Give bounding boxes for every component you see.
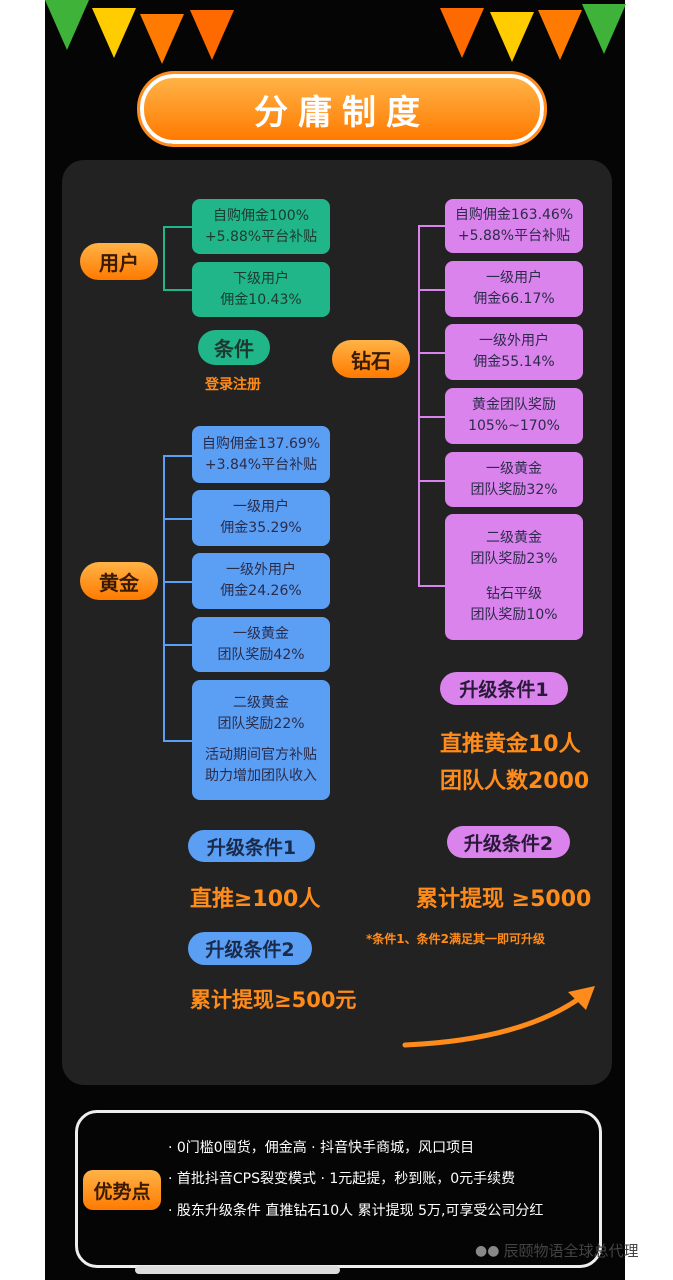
box-text: 下级用户 (233, 270, 289, 287)
diamond-upgrade1-label: 升级条件1 (440, 672, 568, 705)
box-text: 助力增加团队收入 (205, 768, 317, 784)
bunting-flag (45, 0, 89, 50)
gold-box: 二级黄金团队奖励22% 活动期间官方补贴助力增加团队收入 (192, 680, 330, 800)
diamond-upgrade1-text: 团队人数2000 (440, 769, 590, 794)
connector-line (163, 518, 192, 520)
gold-upgrade1-text: 直推≥100人 (190, 887, 321, 912)
bunting-flag (490, 12, 534, 62)
box-text: 一级黄金 (486, 460, 542, 477)
user-tier-label: 用户 (80, 243, 158, 280)
bunting-flag (140, 14, 184, 64)
bunting-flag (538, 10, 582, 60)
connector-line (418, 585, 445, 587)
connector-line (418, 289, 445, 291)
advantages-label: 优势点 (83, 1170, 161, 1210)
box-text: 活动期间官方补贴 (205, 747, 317, 763)
watermark: ●● 辰颐物语全球总代理 (475, 1240, 638, 1261)
bunting-flag (92, 8, 136, 58)
diamond-box: 一级黄金团队奖励32% (445, 452, 583, 507)
connector-line (163, 226, 165, 290)
box-text: +3.84%平台补贴 (204, 456, 318, 473)
box-text: 一级黄金 (233, 625, 289, 642)
bunting-flag (190, 10, 234, 60)
connector-line (163, 226, 192, 228)
condition-label: 条件 (198, 330, 270, 365)
arrow-icon (402, 986, 595, 1048)
box-text: 佣金66.17% (473, 291, 555, 307)
gold-tier-label: 黄金 (80, 562, 158, 600)
gold-box: 一级黄金团队奖励42% (192, 617, 330, 672)
gold-upgrade2-label: 升级条件2 (188, 932, 312, 965)
box-text: 团队奖励10% (470, 607, 558, 623)
diamond-box: 二级黄金团队奖励23% 钻石平级团队奖励10% (445, 514, 583, 640)
connector-line (418, 416, 445, 418)
condition-text: 登录注册 (205, 377, 261, 393)
diamond-box: 自购佣金163.46% +5.88%平台补贴 (445, 199, 583, 253)
connector-line (163, 740, 192, 742)
bunting-flag (440, 8, 484, 58)
diamond-upgrade2-text: 累计提现 ≥5000 (416, 887, 592, 912)
box-text: 105%~170% (468, 418, 560, 434)
box-text: 二级黄金 (486, 530, 542, 546)
connector-line (163, 289, 192, 291)
box-text: 一级外用户 (479, 333, 549, 349)
diamond-box: 黄金团队奖励 105%~170% (445, 388, 583, 444)
advantage-item: · 首批抖音CPS裂变模式 · 1元起提，秒到账，0元手续费 (168, 1171, 516, 1187)
box-text: 团队奖励42% (217, 646, 305, 663)
box-text: 一级用户 (233, 499, 289, 515)
gold-upgrade2-text: 累计提现≥500元 (190, 988, 357, 1012)
diamond-box: 一级用户佣金66.17% (445, 261, 583, 317)
box-text (568, 986, 595, 1010)
box-text: 团队奖励22% (217, 716, 305, 732)
box-text: 钻石平级 (486, 586, 542, 602)
box-text: 自购佣金100% (212, 207, 310, 224)
diamond-box: 一级外用户佣金55.14% (445, 324, 583, 380)
box-text: 团队奖励32% (470, 481, 558, 498)
connector-line (418, 225, 420, 586)
gold-box: 一级用户佣金35.29% (192, 490, 330, 546)
home-indicator (135, 1266, 340, 1274)
user-box: 自购佣金100% +5.88%平台补贴 (192, 199, 330, 254)
box-text: +5.88%平台补贴 (204, 228, 318, 245)
box-text: 自购佣金137.69% (201, 435, 321, 452)
gold-box: 自购佣金137.69% +3.84%平台补贴 (192, 426, 330, 483)
box-text: 佣金35.29% (220, 520, 302, 536)
connector-line (163, 455, 165, 741)
diamond-upgrade1-text: 直推黄金10人 (440, 732, 581, 757)
box-text (402, 995, 583, 1048)
connector-line (418, 352, 445, 354)
box-text: 黄金团队奖励 (472, 397, 556, 413)
box-text: 自购佣金163.46% (454, 207, 574, 223)
box-text: 团队奖励23% (470, 551, 558, 567)
upgrade-note: *条件1、条件2满足其一即可升级 (366, 932, 545, 946)
box-text: 辰颐物语全球总代理 (503, 1242, 639, 1260)
box-text: 佣金10.43% (220, 291, 302, 308)
bunting-flag (582, 4, 626, 54)
gold-upgrade1-label: 升级条件1 (188, 830, 315, 862)
box-text: 佣金55.14% (473, 354, 555, 370)
box-text: 佣金24.26% (220, 583, 302, 599)
gold-box: 一级外用户佣金24.26% (192, 553, 330, 609)
diamond-tier-label: 钻石 (332, 340, 410, 378)
box-text: +5.88%平台补贴 (457, 228, 571, 244)
connector-line (163, 455, 192, 457)
box-text: 一级外用户 (226, 562, 296, 578)
advantage-item: · 0门槛0囤货，佣金高 · 抖音快手商城，风口项目 (168, 1140, 475, 1156)
box-text: 一级用户 (486, 270, 542, 286)
advantage-item: · 股东升级条件 直推钻石10人 累计提现 5万,可享受公司分红 (168, 1203, 544, 1219)
box-text: 二级黄金 (233, 695, 289, 711)
page-title: 分庸制度 (140, 74, 544, 144)
diamond-upgrade2-label: 升级条件2 (447, 826, 570, 858)
connector-line (163, 644, 192, 646)
user-box: 下级用户佣金10.43% (192, 262, 330, 317)
connector-line (418, 480, 445, 482)
connector-line (163, 581, 192, 583)
connector-line (418, 225, 445, 227)
wechat-icon: ●● (475, 1242, 500, 1259)
